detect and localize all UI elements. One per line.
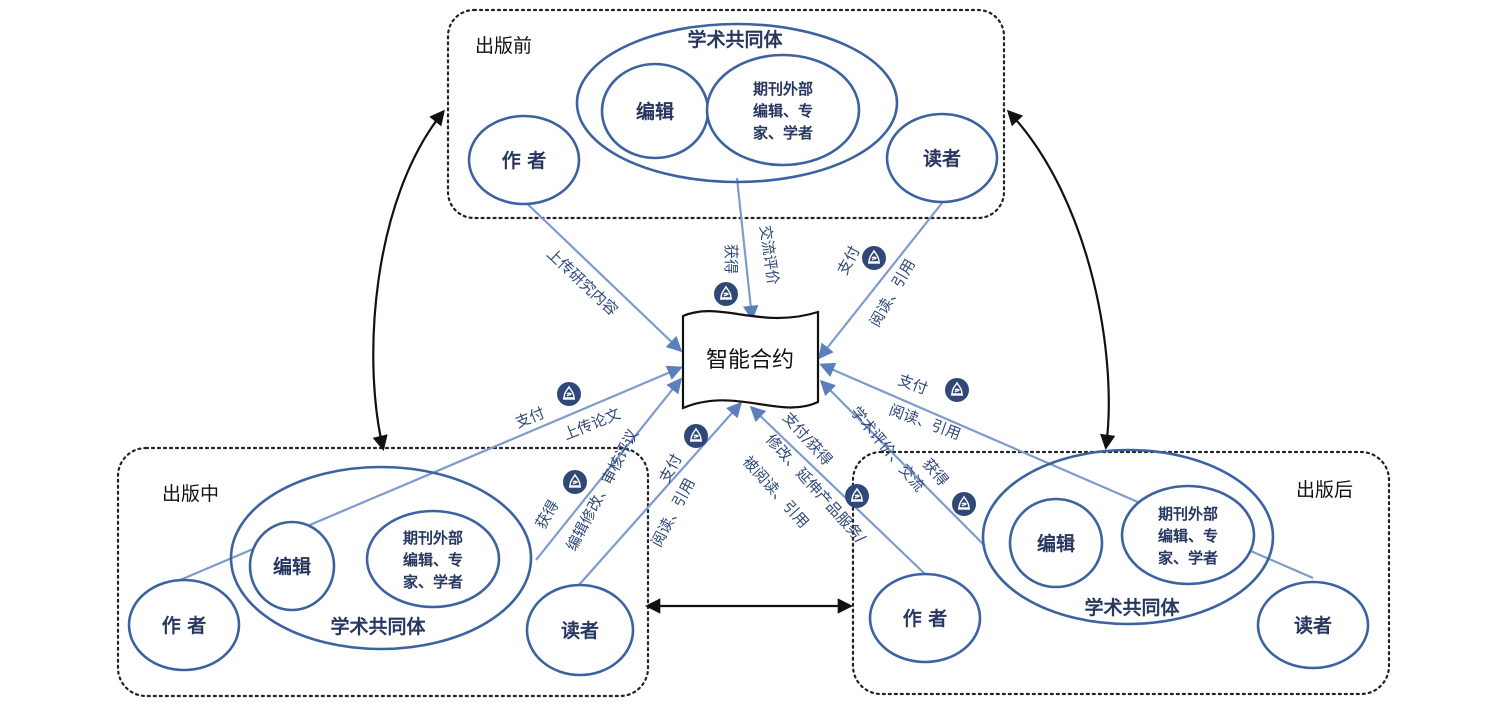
during-reader-ellipse <box>525 583 635 677</box>
edge-before-reader <box>818 202 943 360</box>
coin-icon <box>714 282 738 306</box>
before-author-label: 作 者 <box>502 149 547 172</box>
during-author-label: 作 者 <box>162 614 207 637</box>
coin-icon <box>684 424 708 448</box>
during-external-line2: 编辑、专 <box>403 551 463 569</box>
edge-label-during-reader-read: 阅读、引用 <box>648 475 699 550</box>
stage-box-after <box>851 450 1391 696</box>
coin-icon <box>563 470 587 494</box>
during-editor-label: 编辑 <box>273 555 311 578</box>
during-community-ellipse <box>229 465 533 651</box>
edge-before-community <box>735 177 759 322</box>
after-external-line2: 编辑、专 <box>1158 527 1218 545</box>
before-reader-label: 读者 <box>923 147 961 170</box>
stage-label-during: 出版中 <box>162 483 219 505</box>
after-author-label: 作 者 <box>903 607 948 630</box>
before-external-ellipse <box>705 53 861 167</box>
edge-label-during-author-upload: 上传论文 <box>561 405 623 444</box>
before-external-line2: 编辑、专 <box>753 102 813 120</box>
during-reader-label: 读者 <box>561 619 599 642</box>
after-community-label: 学术共同体 <box>1084 596 1180 619</box>
during-author-ellipse <box>127 578 241 672</box>
edge-label-after-reader-read: 阅读、引用 <box>887 401 964 444</box>
coin-icon <box>862 246 886 270</box>
before-external-line1: 期刊外部 <box>753 80 813 98</box>
edge-during-reader <box>577 401 743 587</box>
edge-label-during-comm-gain: 获得 <box>532 497 563 532</box>
coin-icon <box>945 378 969 402</box>
smart-contract-scroll <box>681 310 820 410</box>
after-external-ellipse <box>1120 484 1256 586</box>
during-external-line1: 期刊外部 <box>403 529 463 547</box>
before-editor-label: 编辑 <box>636 100 674 123</box>
stage-label-after: 出版后 <box>1296 479 1353 501</box>
after-external-line3: 家、学者 <box>1158 549 1218 567</box>
edge-label-before-comm-eval: 交流评价 <box>756 224 782 286</box>
during-community-label: 学术共同体 <box>330 615 426 638</box>
after-external-line1: 期刊外部 <box>1158 505 1218 523</box>
edge-label-before-reader-pay: 支付 <box>834 243 864 278</box>
during-external-ellipse <box>365 509 501 609</box>
during-external-line3: 家、学者 <box>403 573 463 591</box>
before-external-line3: 家、学者 <box>753 124 813 142</box>
before-community-ellipse <box>575 22 899 184</box>
after-editor-ellipse <box>1008 497 1104 589</box>
coin-icon <box>952 492 976 516</box>
before-reader-ellipse <box>885 112 999 204</box>
before-author-ellipse <box>467 114 581 206</box>
edge-label-before-comm-gain: 获得 <box>722 244 740 274</box>
cycle-arrow-before-after <box>1006 109 1116 451</box>
edge-before-author <box>516 193 683 353</box>
after-community-ellipse <box>981 448 1275 626</box>
edge-during-community <box>535 377 682 561</box>
stage-label-before: 出版前 <box>475 35 532 57</box>
after-author-ellipse <box>868 572 982 664</box>
cycle-arrow-before-during <box>372 109 445 451</box>
after-reader-ellipse <box>1256 580 1370 670</box>
edge-label-after-reader-pay: 支付 <box>896 371 930 398</box>
smart-contract-label: 智能合约 <box>706 348 794 373</box>
edge-after-community <box>819 379 986 547</box>
after-editor-label: 编辑 <box>1037 532 1075 555</box>
before-community-label: 学术共同体 <box>687 28 783 51</box>
after-reader-label: 读者 <box>1294 614 1332 637</box>
coin-icon <box>557 382 581 406</box>
during-editor-ellipse <box>248 520 336 612</box>
coin-icon <box>845 484 869 508</box>
edge-after-author <box>749 405 927 576</box>
stage-box-before <box>446 8 1006 220</box>
